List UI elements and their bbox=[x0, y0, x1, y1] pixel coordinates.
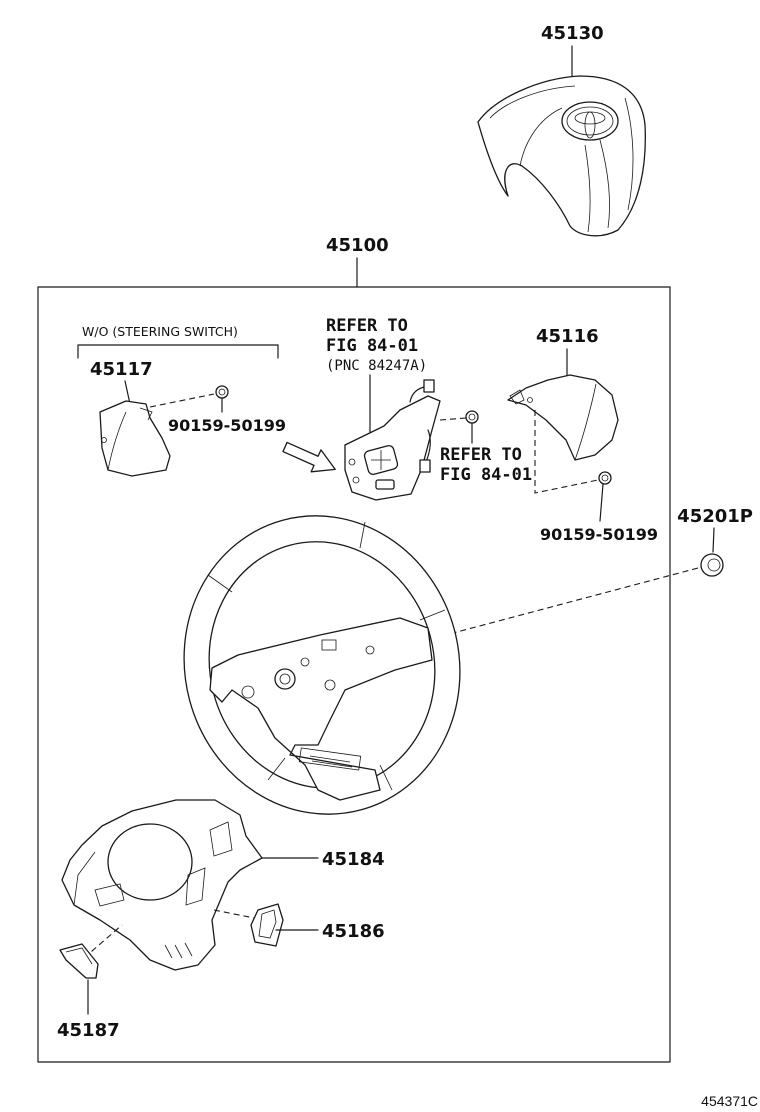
dash-45187 bbox=[83, 924, 123, 959]
label-45186: 45186 bbox=[322, 921, 385, 942]
switch-cover-left bbox=[99, 400, 171, 477]
switch-ref-line-2: FIG 84-01 bbox=[326, 336, 418, 356]
label-screw-left: 90159-50199 bbox=[168, 416, 286, 435]
label-45187: 45187 bbox=[57, 1020, 120, 1041]
dash-screw-center bbox=[439, 417, 467, 421]
toyota-logo-icon bbox=[561, 101, 619, 141]
screw-ref-line-1: REFER TO bbox=[440, 445, 522, 465]
label-45201P: 45201P bbox=[677, 506, 753, 527]
switch-ref-line-1: REFER TO bbox=[326, 316, 408, 336]
arrow-icon bbox=[282, 441, 336, 473]
illustration-id: 454371C bbox=[701, 1093, 758, 1109]
label-45117: 45117 bbox=[90, 359, 153, 380]
variant-bracket bbox=[77, 344, 279, 359]
label-45184: 45184 bbox=[322, 849, 385, 870]
wheel-hub bbox=[209, 617, 433, 801]
leader-screw-right bbox=[599, 483, 604, 522]
nut-icon bbox=[700, 553, 724, 577]
column-hole bbox=[107, 823, 193, 901]
dash-45186 bbox=[213, 909, 255, 919]
switch-ref-line-3: (PNC 84247A) bbox=[326, 358, 427, 374]
dash-screw-left bbox=[149, 393, 215, 408]
steering-wheel bbox=[183, 515, 461, 815]
label-45100: 45100 bbox=[326, 235, 389, 256]
steering-switch bbox=[344, 379, 441, 501]
variant-note: W/O (STEERING SWITCH) bbox=[82, 324, 238, 339]
dash-screw-right bbox=[534, 410, 599, 494]
leader-45201P bbox=[712, 527, 715, 553]
label-screw-right: 90159-50199 bbox=[540, 525, 658, 544]
label-45130: 45130 bbox=[541, 23, 604, 44]
dash-nut bbox=[407, 567, 699, 646]
screw-icon bbox=[215, 385, 229, 399]
lower-trim-right bbox=[250, 903, 284, 947]
leader-45117 bbox=[124, 380, 131, 405]
lower-trim-left bbox=[59, 943, 99, 979]
switch-cover-right bbox=[507, 374, 619, 461]
assembly-boundary bbox=[37, 286, 671, 1063]
airbag-pad bbox=[477, 75, 646, 237]
screw-icon bbox=[598, 471, 612, 485]
lower-cover bbox=[61, 799, 263, 971]
screw-icon bbox=[465, 410, 479, 424]
label-45116: 45116 bbox=[536, 326, 599, 347]
screw-ref-line-2: FIG 84-01 bbox=[440, 465, 532, 485]
